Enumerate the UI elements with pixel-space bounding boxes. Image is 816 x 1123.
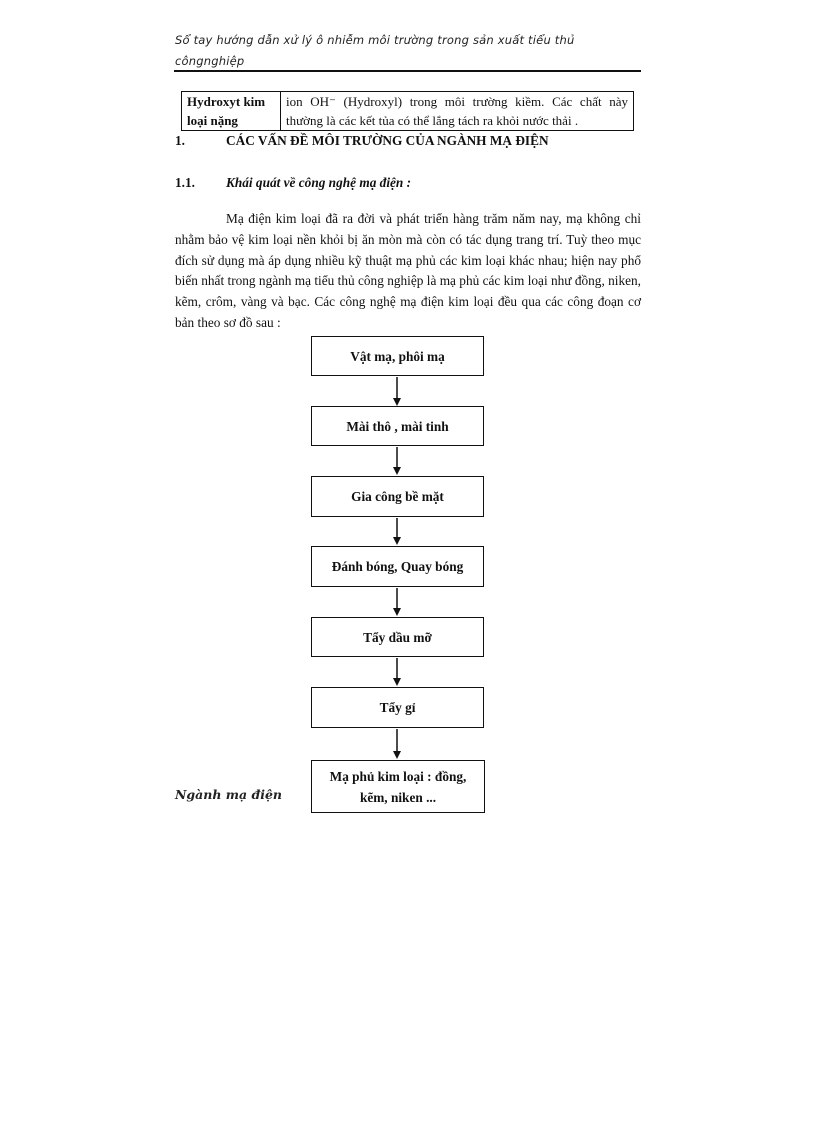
flow-step-mai: Mài thô , mài tinh (311, 406, 484, 446)
flow-step-danh-bong: Đánh bóng, Quay bóng (311, 546, 484, 587)
flow-step-tay-gi: Tẩy gỉ (311, 687, 484, 728)
body-paragraph: Mạ điện kim loại đã ra đời và phát triển… (175, 211, 641, 330)
info-table: Hydroxyt kim loại nặng ion OH⁻ (Hydroxyl… (181, 91, 634, 131)
table-value-cell: ion OH⁻ (Hydroxyl) trong môi trường kiềm… (280, 91, 634, 131)
header-line-2: côngnghiệp (175, 54, 245, 68)
table-row: Hydroxyt kim loại nặng ion OH⁻ (Hydroxyl… (181, 91, 634, 131)
side-caption: Ngành mạ điện (175, 787, 283, 802)
section-number: 1. (175, 133, 185, 148)
flow-step-tay-dau-mo: Tẩy dầu mỡ (311, 617, 484, 657)
running-header: Sổ tay hướng dẫn xử lý ô nhiễm môi trườn… (175, 30, 641, 72)
flow-step-vat-ma: Vật mạ, phôi mạ (311, 336, 484, 376)
flow-step-gia-cong: Gia công bề mặt (311, 476, 484, 517)
flow-step-ma-phu: Mạ phủ kim loại : đồng, kẽm, niken ... (311, 760, 485, 813)
header-rule (174, 70, 641, 72)
section-title: CÁC VẤN ĐỀ MÔI TRƯỜNG CỦA NGÀNH MẠ ĐIỆN (226, 133, 549, 148)
table-key-cell: Hydroxyt kim loại nặng (181, 91, 281, 131)
header-line-1: Sổ tay hướng dẫn xử lý ô nhiễm môi trườn… (175, 33, 575, 47)
subsection-title: Khái quát về công nghệ mạ điện : (226, 175, 412, 190)
subsection-number: 1.1. (175, 175, 195, 190)
